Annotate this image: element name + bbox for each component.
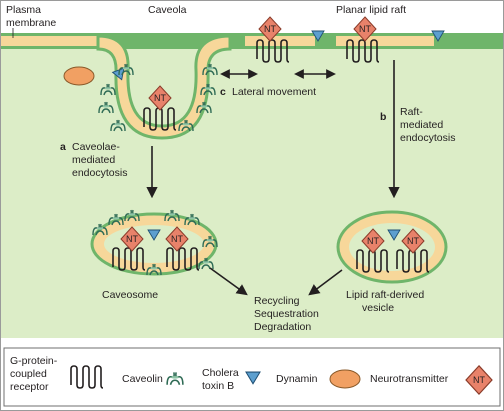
arrow-caveosome-to-fates — [209, 267, 248, 296]
svg-text:coupled: coupled — [10, 368, 47, 380]
pathway-b: b Raft- mediated endocytosis — [380, 60, 455, 199]
svg-text:NT: NT — [171, 234, 183, 244]
neurotransmitter-icon: NT — [465, 365, 493, 395]
svg-text:Sequestration: Sequestration — [254, 308, 319, 320]
legend: G-protein- coupled receptor Caveolin Cho… — [3, 347, 501, 407]
caveosome-label: Caveosome — [102, 289, 158, 301]
plasma-membrane — [1, 33, 503, 49]
svg-text:Neurotransmitter: Neurotransmitter — [370, 373, 449, 385]
svg-text:endocytosis: endocytosis — [72, 167, 127, 179]
svg-text:Plasma: Plasma — [6, 4, 41, 16]
dynamin-icon — [329, 369, 361, 389]
svg-text:NT: NT — [359, 24, 371, 34]
svg-text:mediated: mediated — [400, 119, 443, 131]
svg-text:mediated: mediated — [72, 154, 115, 166]
svg-text:Dynamin: Dynamin — [276, 373, 318, 385]
nt-caveola: NT — [148, 85, 172, 111]
svg-text:b: b — [380, 111, 386, 123]
dynamin-blob — [63, 66, 95, 86]
svg-text:NT: NT — [126, 234, 138, 244]
plasma-membrane-label: Plasma membrane — [6, 4, 56, 38]
svg-text:G-protein-: G-protein- — [10, 355, 58, 367]
svg-text:membrane: membrane — [6, 17, 56, 29]
lateral-movement: c Lateral movement — [220, 69, 336, 98]
svg-text:Caveolae-: Caveolae- — [72, 141, 120, 153]
svg-text:receptor: receptor — [10, 381, 49, 393]
svg-text:Caveolin: Caveolin — [122, 373, 163, 385]
nt-raft-2: NT — [353, 16, 377, 42]
lipid-raft-vesicle-label-line2: vesicle — [362, 302, 394, 314]
svg-text:NT: NT — [367, 236, 379, 246]
svg-text:endocytosis: endocytosis — [400, 132, 455, 144]
arrow-vesicle-to-fates — [308, 269, 343, 296]
svg-text:NT: NT — [154, 93, 166, 103]
lipid-raft-vesicle: NT NT — [336, 210, 448, 284]
pathway-a: a Caveolae- mediated endocytosis — [60, 141, 158, 199]
svg-text:NT: NT — [407, 236, 419, 246]
svg-text:c: c — [220, 86, 226, 98]
svg-text:Recycling: Recycling — [254, 295, 300, 307]
lipid-raft-vesicle-label-line1: Lipid raft-derived — [346, 289, 424, 301]
svg-text:Raft-: Raft- — [400, 106, 423, 118]
caveola-label: Caveola — [148, 4, 187, 16]
planar-lipid-raft-label: Planar lipid raft — [336, 4, 406, 16]
svg-text:Cholera: Cholera — [202, 367, 239, 379]
svg-text:NT: NT — [473, 375, 485, 385]
fates-list: Recycling Sequestration Degradation — [254, 295, 319, 333]
cytoplasm — [1, 38, 503, 338]
svg-text:Lateral movement: Lateral movement — [232, 86, 316, 98]
caveosome: NT NT — [90, 208, 219, 277]
svg-text:toxin B: toxin B — [202, 380, 234, 392]
nt-raft-1: NT — [258, 16, 282, 42]
svg-text:NT: NT — [264, 24, 276, 34]
svg-text:Degradation: Degradation — [254, 321, 311, 333]
svg-text:a: a — [60, 141, 66, 153]
